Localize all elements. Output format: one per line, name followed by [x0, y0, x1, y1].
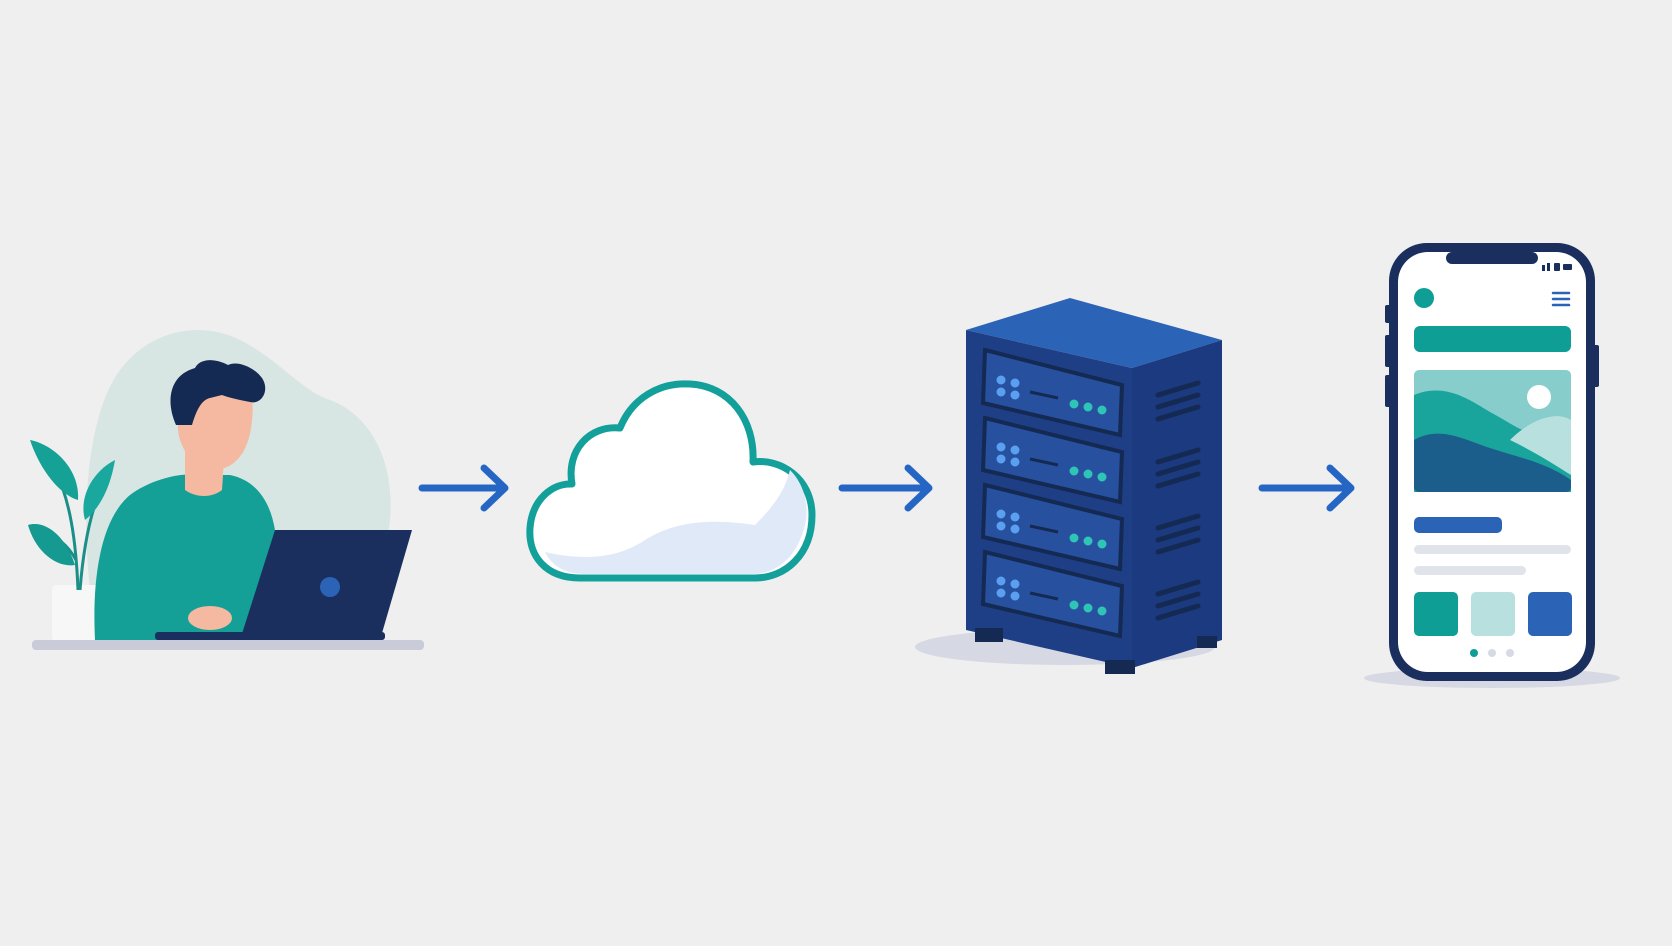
server-foot	[1197, 636, 1217, 648]
cloud-shading	[545, 470, 807, 574]
app-heading-bar	[1414, 517, 1502, 533]
laptop-base	[155, 632, 385, 640]
person-hair	[170, 360, 266, 425]
plant-icon	[28, 440, 115, 591]
status-bar-icons	[1542, 263, 1572, 271]
server-unit	[980, 482, 1125, 572]
arrow-icon	[418, 464, 509, 512]
server-foot	[1105, 660, 1135, 674]
person-torso	[94, 474, 275, 640]
developer-at-laptop-icon	[28, 330, 424, 650]
server-side	[1132, 340, 1222, 668]
server-unit	[980, 415, 1125, 505]
app-avatar-icon	[1414, 288, 1434, 308]
menu-icon	[1551, 291, 1571, 307]
server-unit	[980, 549, 1125, 639]
smartphone-app-icon	[1364, 243, 1620, 688]
desk	[32, 640, 424, 650]
plant-pot	[52, 585, 108, 641]
app-text-line	[1414, 566, 1526, 575]
phone-notch	[1446, 252, 1538, 264]
arrow-icon	[838, 464, 933, 512]
app-banner	[1414, 326, 1571, 352]
landscape-image-icon	[1414, 370, 1571, 492]
laptop-logo-icon	[320, 577, 340, 597]
server-vents	[1155, 380, 1201, 621]
arrow-icon	[1258, 464, 1355, 512]
server-rack-icon	[915, 298, 1222, 674]
app-text-line	[1414, 545, 1571, 554]
app-thumbnail-light-teal	[1471, 592, 1515, 636]
server-unit	[980, 347, 1125, 438]
cloud-icon	[526, 380, 816, 582]
server-top	[966, 298, 1222, 368]
carousel-dots	[1470, 649, 1514, 657]
app-thumbnail-blue	[1528, 592, 1572, 636]
person-hand	[188, 606, 232, 630]
app-thumbnail-teal	[1414, 592, 1458, 636]
server-foot	[975, 628, 1003, 642]
